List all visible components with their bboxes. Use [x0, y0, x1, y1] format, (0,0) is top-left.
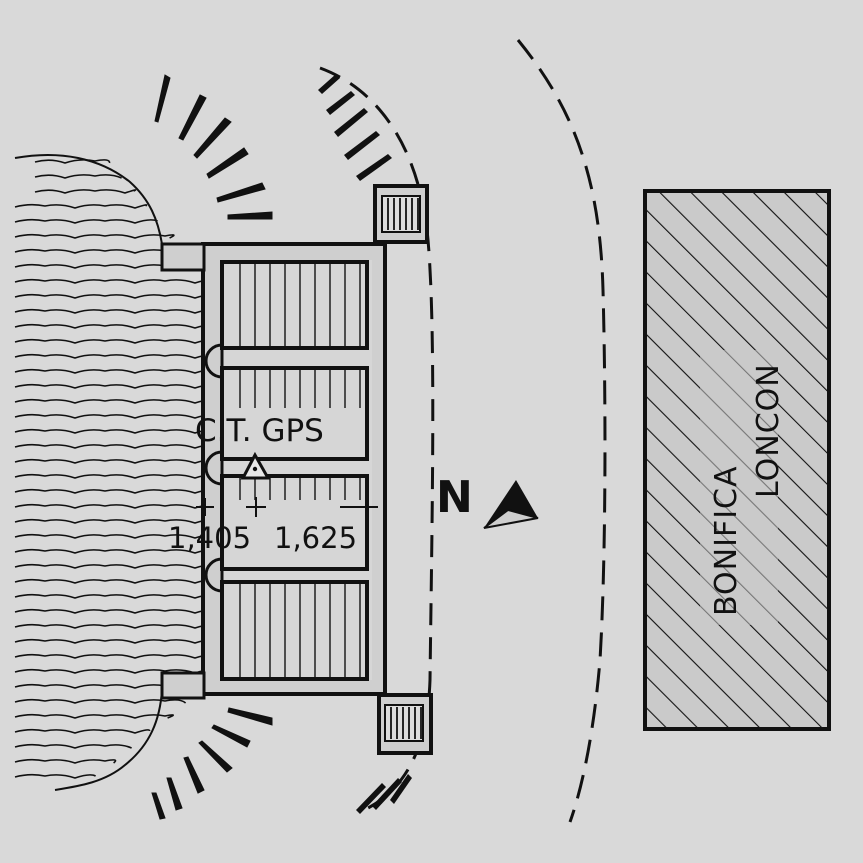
embankment-rays-bottom [151, 707, 273, 820]
station-label: C.T. GPS [195, 413, 324, 449]
dashed-arc-outer [516, 39, 607, 823]
building-label-line2: LONCON [751, 363, 786, 498]
bay-3 [220, 474, 369, 571]
embankment-rays-top [154, 74, 273, 220]
bay-2 [220, 366, 369, 461]
gate-bottom [377, 693, 433, 755]
bay-4 [220, 580, 369, 681]
water-area [14, 154, 223, 791]
embankment-rays-top-right [318, 74, 392, 181]
building-bonifica-loncon: BONIFICA LONCON [643, 189, 831, 731]
elevation-right-label: 1,625 [274, 521, 357, 555]
gate-top [373, 184, 429, 244]
north-arrow-icon [483, 480, 539, 529]
building-label-line1: BONIFICA [709, 465, 744, 616]
elevation-left-label: 1,405 [168, 521, 251, 555]
crosshair-marker-left [196, 498, 214, 516]
triangle-benchmark-icon [240, 451, 271, 480]
north-label: N [436, 472, 473, 523]
crosshair-marker-right [246, 497, 266, 517]
bay-1 [220, 260, 369, 350]
